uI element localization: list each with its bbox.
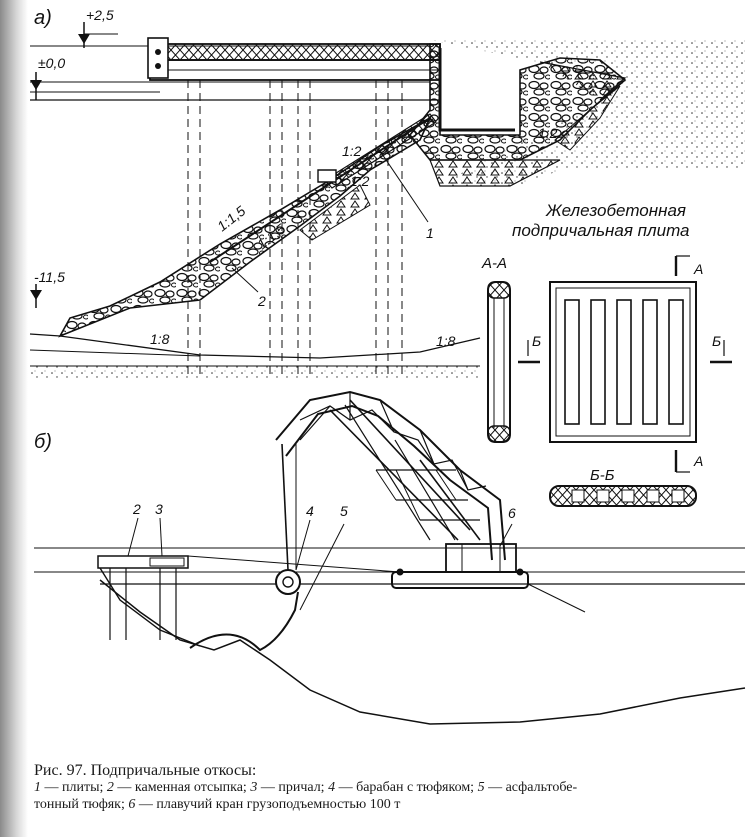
callout-line-2 xyxy=(231,267,259,293)
elevation-bottom-label: -11,5 xyxy=(34,269,65,285)
caption-legend-line-2: тонный тюфяк; 6 — плавучий кран грузопод… xyxy=(34,796,749,813)
elevation-mark-zero xyxy=(30,72,42,100)
caption-text-2: — каменная отсыпка; xyxy=(113,780,251,795)
slope-1-2-right: 1:2 xyxy=(538,125,558,141)
callout-1: 1 xyxy=(426,225,434,241)
pier-b xyxy=(97,555,201,647)
mark-b-left: Б xyxy=(532,333,541,349)
crane-cable xyxy=(281,443,289,571)
callout-b6: 6 xyxy=(508,505,516,521)
caption-num-3: 3 xyxy=(250,780,258,795)
elevation-zero-label: ±0,0 xyxy=(38,55,65,71)
seabed-b xyxy=(99,579,746,725)
elevation-top-label: +2,5 xyxy=(86,7,114,23)
section-aa-label: А-А xyxy=(481,255,507,272)
caption-text-5b: тонный тюфяк; xyxy=(34,797,129,812)
section-aa-drawing xyxy=(487,281,511,443)
section-bb-label: Б-Б xyxy=(590,467,615,484)
callout-b3: 3 xyxy=(155,501,163,517)
section-marks xyxy=(518,255,732,473)
callout-b5: 5 xyxy=(340,503,348,519)
slope-1-2-upper: 1:2 xyxy=(342,143,362,159)
slope-plates xyxy=(317,113,437,189)
crane-boom xyxy=(275,390,506,561)
caption-text-3: — причал; xyxy=(257,780,329,795)
caption-text-6: — плавучий кран грузоподъемностью 100 т xyxy=(135,797,401,812)
slope-1-8-right: 1:8 xyxy=(436,333,456,349)
caption-text-5: — асфальтобе- xyxy=(484,780,578,795)
mark-b-right: Б xyxy=(712,333,721,349)
callout-b2: 2 xyxy=(132,501,141,517)
retaining-wall xyxy=(408,43,627,187)
figure-drawing: а) +2,5 ±0,0 -11,5 xyxy=(29,7,746,725)
caption-text-1: — плиты; xyxy=(41,780,107,795)
inset-title-1: Железобетонная xyxy=(545,201,686,220)
caption-title: Рис. 97. Подпричальные откосы: xyxy=(34,762,257,779)
pier-deck xyxy=(147,37,441,81)
panel-a-label: а) xyxy=(34,7,52,29)
caption-num-1: 1 xyxy=(34,780,41,795)
caption-num-6: 6 xyxy=(128,797,136,812)
elevation-mark-top xyxy=(78,22,118,48)
caption-num-5: 5 xyxy=(477,780,485,795)
section-bb-drawing xyxy=(549,485,697,507)
slab-plan-view xyxy=(549,281,697,443)
callout-line-1 xyxy=(377,147,429,223)
slope-1-2-inner: 1:2 xyxy=(350,173,370,189)
slope-1-8-left: 1:8 xyxy=(150,331,170,347)
caption-num-2: 2 xyxy=(106,780,114,795)
caption-num-4: 4 xyxy=(328,780,336,795)
callout-b4: 4 xyxy=(306,503,314,519)
slope-1-1-5-left: 1:1,5 xyxy=(214,202,249,234)
scan-shadow xyxy=(0,0,28,837)
callout-lines-b xyxy=(127,517,513,611)
inset-title-2: подпричальная плита xyxy=(512,221,690,240)
caption-text-4: — барабан с тюфяком; xyxy=(335,780,478,795)
mark-a-bottom: А xyxy=(693,453,703,469)
floating-crane-pontoon xyxy=(187,543,586,613)
asphalt-mattress xyxy=(189,591,299,652)
panel-b-label: б) xyxy=(34,431,52,453)
figure-caption: Рис. 97. Подпричальные откосы: 1 — плиты… xyxy=(34,762,749,813)
water-surface-b xyxy=(34,547,745,585)
callout-2: 2 xyxy=(257,293,266,309)
seabed-a xyxy=(29,333,481,380)
drum-with-mattress xyxy=(275,569,301,595)
mark-a-top: А xyxy=(693,261,703,277)
elevation-mark-bottom xyxy=(30,284,42,308)
caption-legend-line-1: 1 — плиты; 2 — каменная отсыпка; 3 — при… xyxy=(34,779,749,796)
